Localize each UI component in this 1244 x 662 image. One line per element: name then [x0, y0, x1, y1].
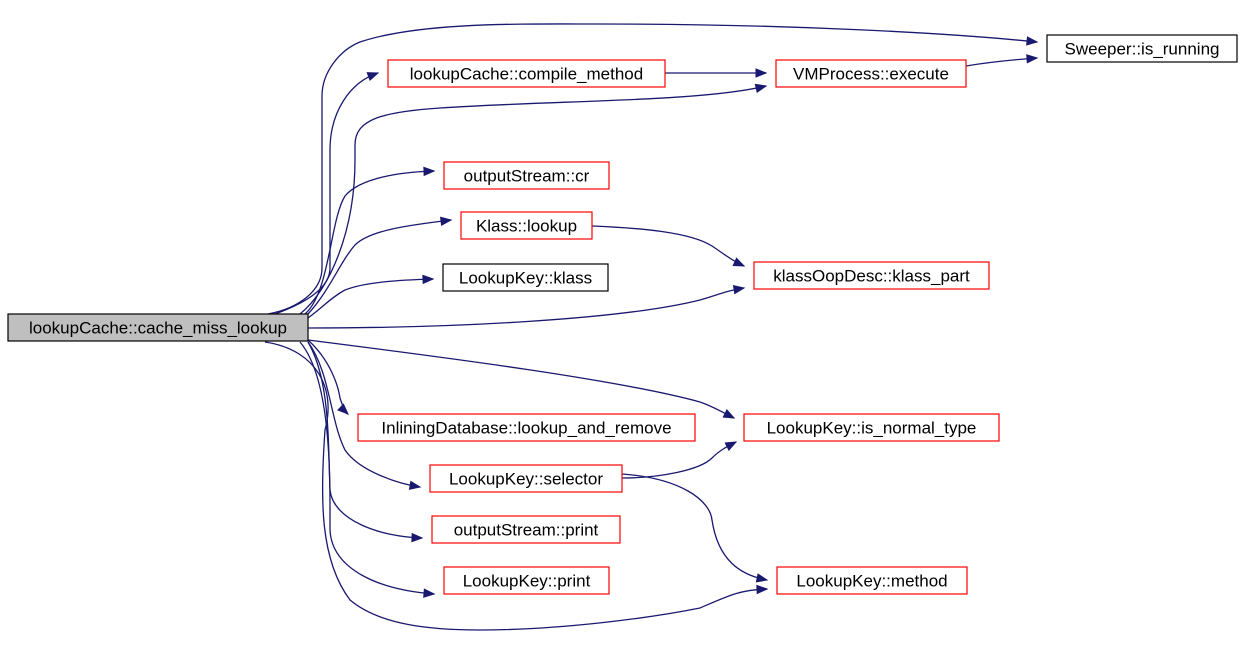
node-osprint[interactable]: outputStream::print — [431, 515, 621, 544]
edge-line — [299, 341, 435, 595]
node-method[interactable]: LookupKey::method — [776, 566, 968, 595]
nodes-layer: lookupCache::cache_miss_lookup Sweeper::i… — [7, 34, 1238, 595]
node-normal[interactable]: LookupKey::is_normal_type — [743, 413, 1000, 442]
edge-compile-to-vmexec — [665, 68, 768, 78]
node-klookup[interactable]: Klass::lookup — [460, 211, 593, 240]
node-label: VMProcess::execute — [793, 65, 949, 84]
arrowhead — [722, 409, 736, 419]
node-box — [443, 566, 610, 595]
edge-root-to-osprint — [307, 341, 424, 543]
arrowhead — [724, 441, 738, 451]
edge-root-to-cr — [304, 166, 436, 315]
node-label: InliningDatabase::lookup_and_remove — [381, 419, 671, 438]
edge-root-to-compile — [274, 72, 380, 315]
node-root[interactable]: lookupCache::cache_miss_lookup — [7, 313, 309, 342]
edge-line — [307, 287, 745, 329]
edge-root-to-inlining — [307, 339, 349, 415]
arrowhead — [755, 573, 769, 583]
edge-line — [299, 85, 767, 315]
edge-root-to-selector — [307, 341, 422, 490]
edge-line — [307, 341, 421, 488]
arrowhead — [366, 72, 380, 82]
edge-vmexec-to-sweeper — [965, 54, 1039, 67]
node-box — [431, 515, 621, 544]
node-box — [776, 566, 968, 595]
edge-line — [304, 170, 435, 315]
edge-line — [965, 57, 1038, 67]
node-box — [357, 413, 696, 442]
edge-line — [591, 225, 745, 267]
node-box — [460, 211, 593, 240]
node-label: LookupKey::print — [463, 572, 591, 591]
edge-line — [621, 441, 737, 479]
node-box — [1046, 34, 1238, 63]
edge-line — [267, 23, 1038, 315]
edge-root-to-lkprint — [299, 341, 436, 598]
node-box — [743, 413, 1000, 442]
node-label: Klass::lookup — [476, 217, 577, 236]
arrowhead — [408, 480, 422, 490]
edge-line — [274, 72, 379, 315]
arrowhead — [756, 584, 769, 595]
node-lkprint[interactable]: LookupKey::print — [443, 566, 610, 595]
edge-klookup-to-kpart — [591, 225, 746, 267]
node-cr[interactable]: outputStream::cr — [443, 161, 610, 190]
arrowhead — [755, 68, 768, 78]
node-label: LookupKey::selector — [449, 470, 603, 489]
node-lkklass[interactable]: LookupKey::klass — [442, 263, 609, 292]
node-label: LookupKey::method — [796, 572, 947, 591]
node-label: klassOopDesc::klass_part — [773, 267, 970, 286]
arrowhead — [1026, 54, 1039, 64]
arrowhead — [1026, 36, 1039, 46]
node-label: lookupCache::cache_miss_lookup — [29, 319, 287, 338]
node-box — [442, 263, 609, 292]
edge-root-to-normal — [307, 339, 736, 419]
arrowhead — [422, 274, 435, 285]
arrowhead — [754, 83, 768, 93]
edge-root-to-method — [264, 341, 769, 631]
edge-root-to-klookup — [307, 216, 453, 315]
node-selector[interactable]: LookupKey::selector — [429, 464, 623, 493]
node-label: lookupCache::compile_method — [410, 65, 643, 84]
edge-line — [304, 278, 434, 321]
edge-root-to-lkklass — [304, 274, 435, 321]
arrowhead — [732, 284, 746, 295]
edge-root-to-vmexec — [299, 83, 768, 315]
arrowhead — [423, 166, 436, 177]
edge-line — [307, 339, 735, 419]
node-label: outputStream::cr — [464, 167, 590, 186]
arrowhead — [337, 403, 349, 415]
edge-selector-to-normal — [621, 441, 738, 479]
arrowhead — [732, 257, 746, 267]
node-inlining[interactable]: InliningDatabase::lookup_and_remove — [357, 413, 696, 442]
node-kpart[interactable]: klassOopDesc::klass_part — [753, 261, 990, 290]
node-vmexec[interactable]: VMProcess::execute — [775, 59, 967, 88]
edge-root-to-kpart — [307, 284, 746, 329]
node-label: outputStream::print — [454, 521, 599, 540]
node-sweeper[interactable]: Sweeper::is_running — [1046, 34, 1238, 63]
arrowhead — [411, 532, 424, 543]
node-box — [753, 261, 990, 290]
edge-selector-to-method — [621, 473, 769, 583]
node-label: LookupKey::klass — [459, 269, 592, 288]
node-compile[interactable]: lookupCache::compile_method — [387, 59, 666, 88]
arrowhead — [423, 588, 436, 598]
node-box — [443, 161, 610, 190]
arrowhead — [440, 216, 453, 226]
edge-line — [264, 341, 768, 631]
node-label: LookupKey::is_normal_type — [767, 419, 977, 438]
node-box — [7, 313, 309, 342]
edges-layer — [264, 23, 1039, 631]
edge-root-to-sweeper — [267, 23, 1039, 315]
node-box — [429, 464, 623, 493]
edge-line — [621, 473, 768, 581]
node-label: Sweeper::is_running — [1065, 40, 1220, 59]
node-box — [387, 59, 666, 88]
edge-line — [307, 219, 452, 315]
node-box — [775, 59, 967, 88]
